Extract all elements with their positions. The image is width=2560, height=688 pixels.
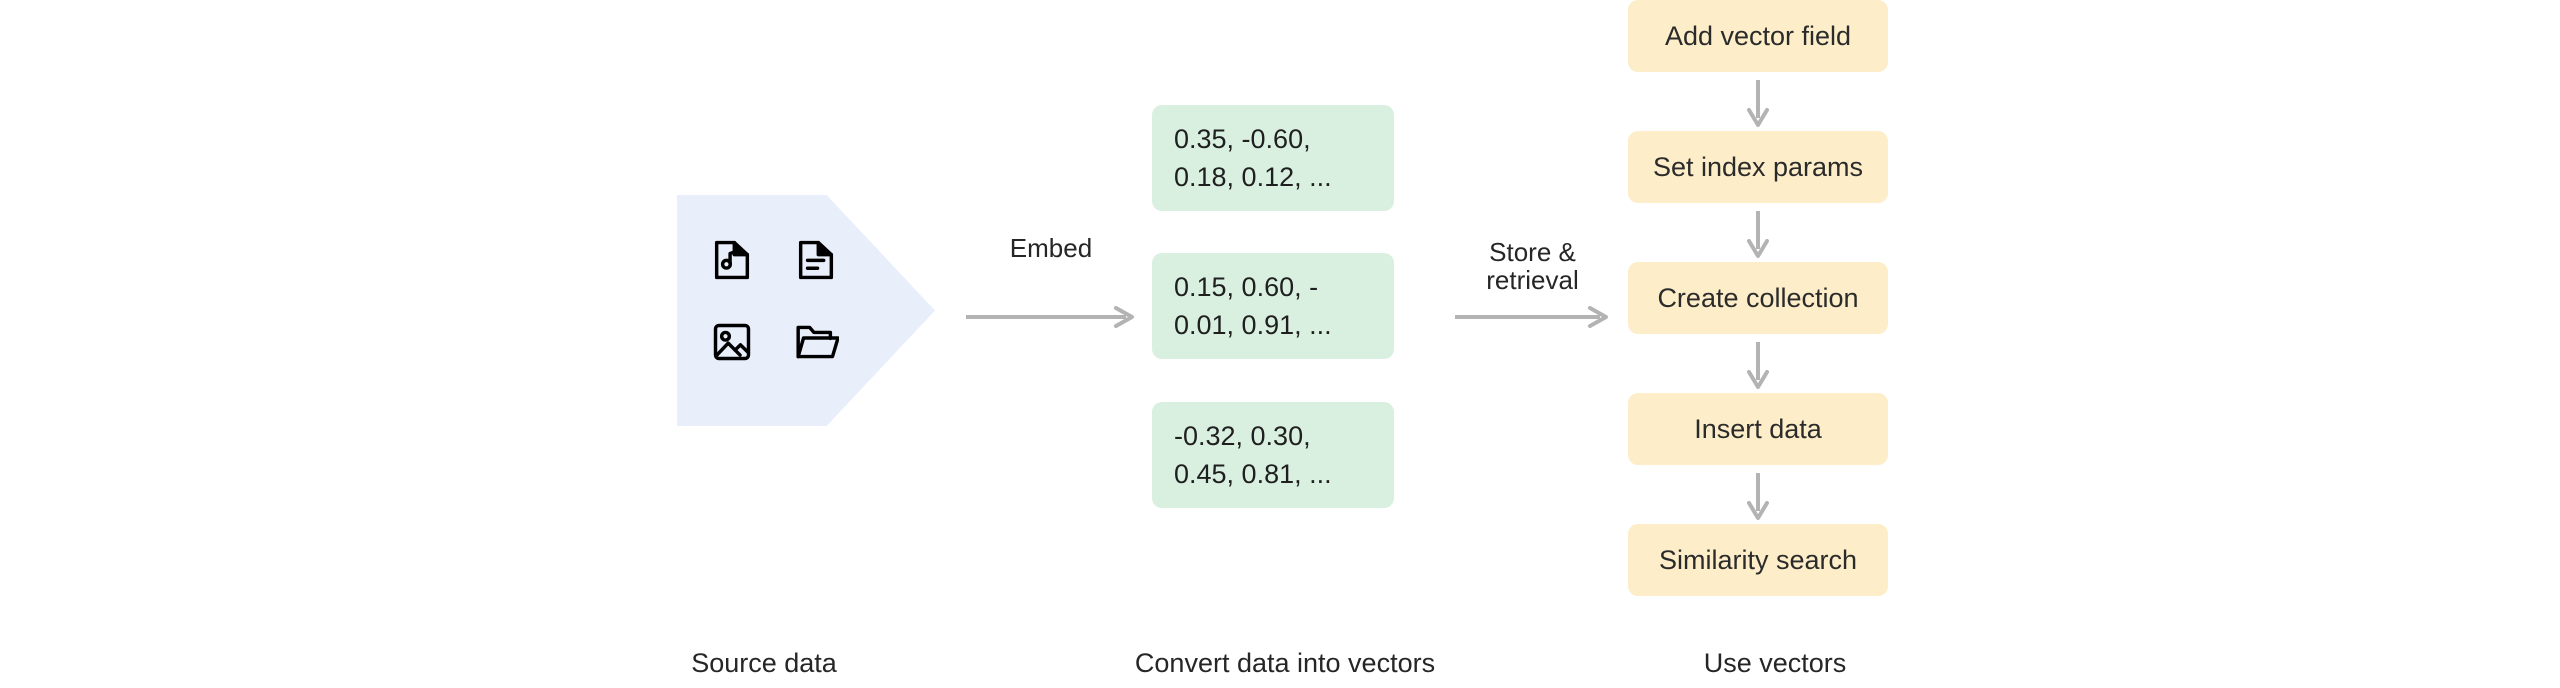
- vector-line-1: 0.15, 0.60, -: [1174, 271, 1319, 302]
- step-down-arrow-icon: [1747, 80, 1769, 127]
- folder-icon: [796, 325, 839, 359]
- vector-line-1: -0.32, 0.30,: [1174, 420, 1311, 451]
- vector-chip-text: 0.35, -0.60, 0.18, 0.12, ...: [1152, 120, 1394, 197]
- vector-chip: -0.32, 0.30, 0.45, 0.81, ...: [1152, 402, 1394, 508]
- vector-chip: 0.35, -0.60, 0.18, 0.12, ...: [1152, 105, 1394, 211]
- vector-chip-text: -0.32, 0.30, 0.45, 0.81, ...: [1152, 417, 1394, 494]
- caption-source-data: Source data: [691, 648, 837, 678]
- embed-arrow-glyph: [966, 306, 1134, 328]
- image-file-icon: [713, 323, 751, 361]
- step-box-create-collection[interactable]: Create collection: [1628, 262, 1888, 334]
- caption-use-vectors: Use vectors: [1703, 648, 1847, 678]
- step-down-arrow-icon: [1747, 211, 1769, 258]
- step-down-arrow-icon: [1747, 342, 1769, 389]
- store-retrieval-arrow: Store & retrieval: [1455, 238, 1610, 328]
- audio-file-icon: [714, 240, 750, 280]
- step-box-similarity-search[interactable]: Similarity search: [1628, 524, 1888, 596]
- step-box-set-index-params[interactable]: Set index params: [1628, 131, 1888, 203]
- step-box-add-vector-field[interactable]: Add vector field: [1628, 0, 1888, 72]
- vector-chip: 0.15, 0.60, - 0.01, 0.91, ...: [1152, 253, 1394, 359]
- embed-arrow-label: Embed: [1009, 233, 1093, 263]
- vector-chip-text: 0.15, 0.60, - 0.01, 0.91, ...: [1152, 268, 1394, 345]
- vector-line-1: 0.35, -0.60,: [1174, 123, 1311, 154]
- source-data-shape: [677, 195, 935, 426]
- vector-line-2: 0.01, 0.91, ...: [1174, 310, 1332, 340]
- source-icon-grid: [709, 237, 859, 387]
- step-down-arrow-icon: [1747, 473, 1769, 520]
- embed-arrow: Embed: [966, 234, 1136, 328]
- store-label-line-2: retrieval: [1486, 265, 1579, 296]
- store-label-line-1: Store &: [1489, 237, 1576, 267]
- step-box-insert-data[interactable]: Insert data: [1628, 393, 1888, 465]
- vector-line-2: 0.18, 0.12, ...: [1174, 162, 1332, 192]
- text-document-icon: [798, 240, 834, 280]
- caption-convert-data-into-vectors: Convert data into vectors: [1134, 648, 1436, 678]
- store-retrieval-arrow-label: Store & retrieval: [1486, 238, 1578, 294]
- store-retrieval-arrow-glyph: [1455, 306, 1608, 328]
- vector-line-2: 0.45, 0.81, ...: [1174, 459, 1332, 489]
